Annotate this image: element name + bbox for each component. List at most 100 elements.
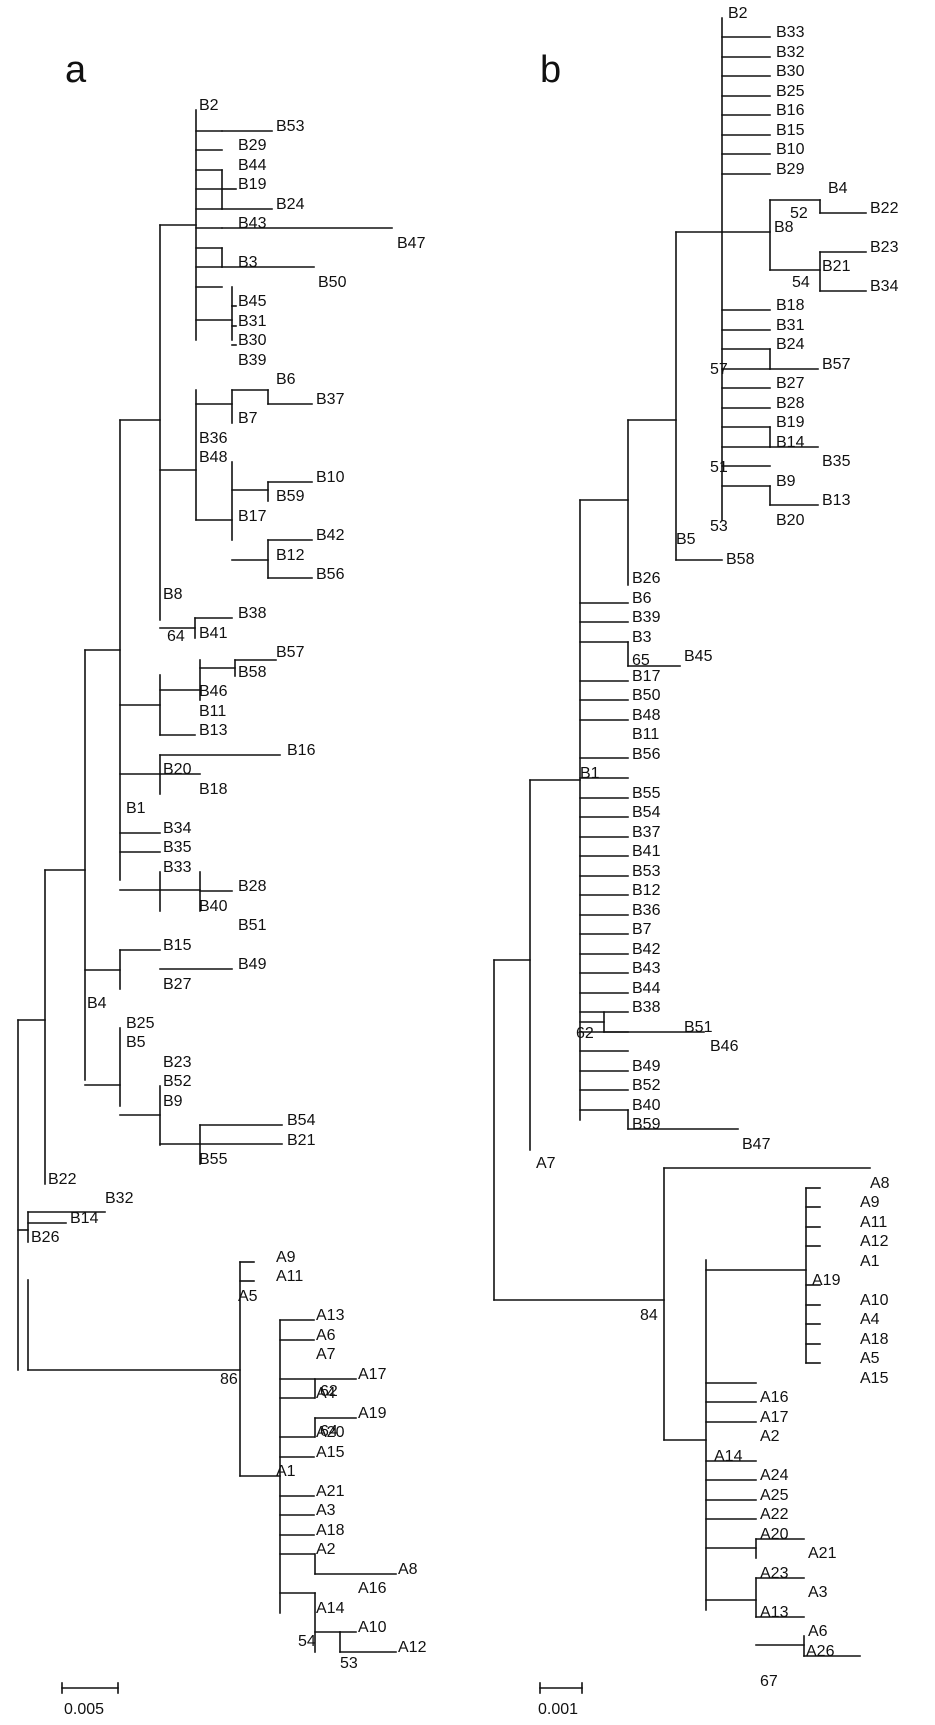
- tip-label: B5: [676, 531, 696, 548]
- tip-label: B12: [632, 882, 661, 899]
- tip-label: B45: [238, 293, 267, 310]
- tip-label: A19: [358, 1405, 387, 1422]
- tip-label: B24: [276, 196, 305, 213]
- tip-label: B48: [632, 707, 661, 724]
- support-value: 67: [760, 1673, 778, 1690]
- tip-label: B53: [276, 118, 305, 135]
- tip-label: A1: [276, 1463, 296, 1480]
- panel-label-a: a: [65, 49, 87, 91]
- tip-label: B47: [742, 1136, 771, 1153]
- tip-label: B21: [822, 258, 851, 275]
- tip-label: A16: [358, 1580, 387, 1597]
- tip-label: B58: [238, 664, 267, 681]
- tip-label: B7: [632, 921, 652, 938]
- support-value: 64: [320, 1423, 338, 1440]
- tip-label: B1: [126, 800, 146, 817]
- support-value: 62: [576, 1025, 594, 1042]
- tip-label: B26: [31, 1229, 60, 1246]
- tip-label: B29: [776, 161, 805, 178]
- tip-label: B44: [632, 980, 661, 997]
- tip-label: B10: [316, 469, 345, 486]
- tip-label: A6: [808, 1623, 828, 1640]
- tip-label: B42: [316, 527, 345, 544]
- tip-label: B55: [632, 785, 661, 802]
- tip-label: B9: [776, 473, 796, 490]
- tip-label: A14: [714, 1448, 743, 1465]
- tip-label: B13: [822, 492, 851, 509]
- support-value: 52: [790, 205, 808, 222]
- tip-label: B6: [632, 590, 652, 607]
- support-value: 86: [220, 1371, 238, 1388]
- tip-label: A22: [760, 1506, 789, 1523]
- tip-label: B50: [318, 274, 347, 291]
- tip-label: A24: [760, 1467, 789, 1484]
- tip-label: B31: [776, 317, 805, 334]
- tip-label: B37: [632, 824, 661, 841]
- tip-label: B33: [163, 859, 192, 876]
- tip-label: B18: [776, 297, 805, 314]
- tip-label: B47: [397, 235, 426, 252]
- tip-label: B2: [728, 5, 748, 22]
- tip-label: B20: [776, 512, 805, 529]
- tip-label: B8: [774, 219, 794, 236]
- tip-label: B37: [316, 391, 345, 408]
- tip-label: B2: [199, 97, 219, 114]
- tip-label: B27: [163, 976, 192, 993]
- support-value: 57: [710, 361, 728, 378]
- tip-label: B3: [238, 254, 258, 271]
- tip-label: B17: [632, 668, 661, 685]
- tip-label: A16: [760, 1389, 789, 1406]
- tip-label: B56: [632, 746, 661, 763]
- support-value: 65: [632, 652, 650, 669]
- tip-label: A8: [870, 1175, 890, 1192]
- tip-label: B28: [238, 878, 267, 895]
- tip-label: B49: [238, 956, 267, 973]
- support-value: 54: [792, 274, 810, 291]
- tip-label: B14: [776, 434, 805, 451]
- tip-label: A18: [860, 1331, 889, 1348]
- tip-label: B4: [87, 995, 107, 1012]
- tip-label: B15: [163, 937, 192, 954]
- tip-label: B40: [199, 898, 228, 915]
- tip-label: B25: [776, 83, 805, 100]
- tip-label: B29: [238, 137, 267, 154]
- tip-label: A19: [812, 1272, 841, 1289]
- tip-label: A12: [860, 1233, 889, 1250]
- tip-label: B23: [163, 1054, 192, 1071]
- tip-label: B33: [776, 24, 805, 41]
- tip-label: B41: [632, 843, 661, 860]
- tip-label: B58: [726, 551, 755, 568]
- tip-label: A9: [276, 1249, 296, 1266]
- tip-label: B38: [632, 999, 661, 1016]
- tip-label: A20: [316, 1424, 345, 1441]
- tip-label: B19: [238, 176, 267, 193]
- tip-label: B35: [163, 839, 192, 856]
- tip-label: B30: [776, 63, 805, 80]
- tip-label: B11: [632, 726, 659, 743]
- tip-label: B27: [776, 375, 805, 392]
- tip-label: B13: [199, 722, 228, 739]
- tip-label: B16: [776, 102, 805, 119]
- tip-label: A11: [860, 1214, 887, 1231]
- tip-label: A4: [860, 1311, 880, 1328]
- tip-label: B54: [632, 804, 661, 821]
- tip-label: B25: [126, 1015, 155, 1032]
- tip-label: B41: [199, 625, 228, 642]
- tip-label: B43: [238, 215, 267, 232]
- tip-label: B55: [199, 1151, 228, 1168]
- tip-label: A6: [316, 1327, 336, 1344]
- tip-label: B45: [684, 648, 713, 665]
- support-value: 53: [710, 518, 728, 535]
- support-value: 53: [340, 1655, 358, 1672]
- tip-label: B16: [287, 742, 316, 759]
- tip-label: A5: [860, 1350, 880, 1367]
- tip-label: B1: [580, 765, 600, 782]
- tip-label: B50: [632, 687, 661, 704]
- tip-label: B48: [199, 449, 228, 466]
- tip-label: B34: [870, 278, 899, 295]
- tip-label: A26: [806, 1643, 835, 1660]
- tip-label: B14: [70, 1210, 99, 1227]
- tip-label: A1: [860, 1253, 880, 1270]
- tip-label: B57: [276, 644, 305, 661]
- tip-label: B35: [822, 453, 851, 470]
